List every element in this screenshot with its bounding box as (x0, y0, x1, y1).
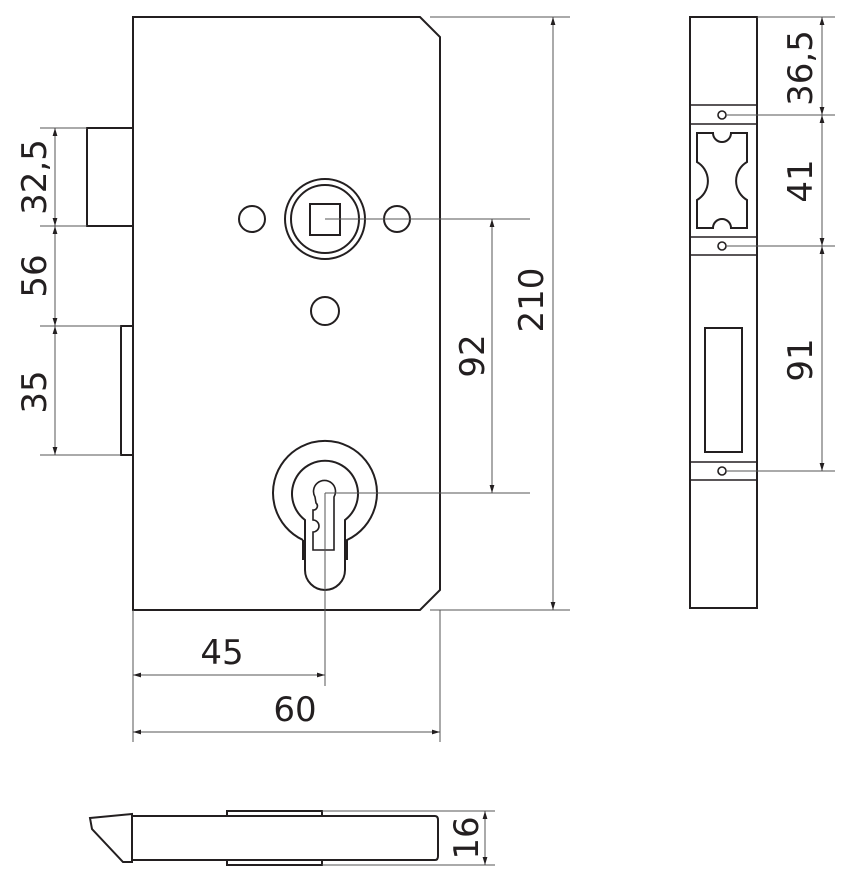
front-view (86, 16, 441, 611)
dim-case-depth: 60 (273, 690, 316, 730)
bolt-plate (226, 810, 323, 866)
screw-hole-left (238, 205, 266, 233)
latch-tip (88, 812, 133, 863)
dim-case-height: 210 (512, 268, 552, 333)
faceplate-screw-hole (717, 466, 727, 476)
faceplate-screw-hole (717, 110, 727, 120)
cylinder-escutcheon-inner (291, 459, 359, 591)
front-dimensions: 32,5 56 35 92 210 45 60 (15, 16, 570, 742)
dim-bolt-thickness: 16 (447, 816, 487, 859)
cylinder-escutcheon-outer (272, 439, 378, 560)
side-view-faceplate (689, 16, 758, 609)
bolt-opening (704, 327, 743, 453)
dim-latch-to-bolt: 56 (15, 254, 55, 297)
dim-bolt-height: 35 (15, 370, 55, 413)
dim-backset: 45 (200, 633, 243, 673)
keyhole-icon (312, 479, 337, 551)
faceplate-screw-hole (717, 241, 727, 251)
dim-faceplate-top: 36,5 (781, 30, 821, 106)
lock-case (132, 16, 441, 611)
dim-opening-spacing: 91 (781, 338, 821, 381)
side-dimensions: 36,5 41 91 (726, 16, 835, 472)
screw-hole-center (310, 296, 340, 326)
faceplate (689, 16, 758, 609)
bottom-view-bolt: 16 (88, 810, 495, 866)
dim-latch-height: 32,5 (15, 139, 55, 215)
latch-bolt (86, 127, 134, 227)
bolt-body (132, 815, 439, 861)
dim-spindle-to-cylinder: 92 (453, 334, 493, 377)
dead-bolt (120, 325, 134, 456)
latch-opening (696, 132, 748, 229)
dim-latch-opening: 41 (781, 159, 821, 202)
